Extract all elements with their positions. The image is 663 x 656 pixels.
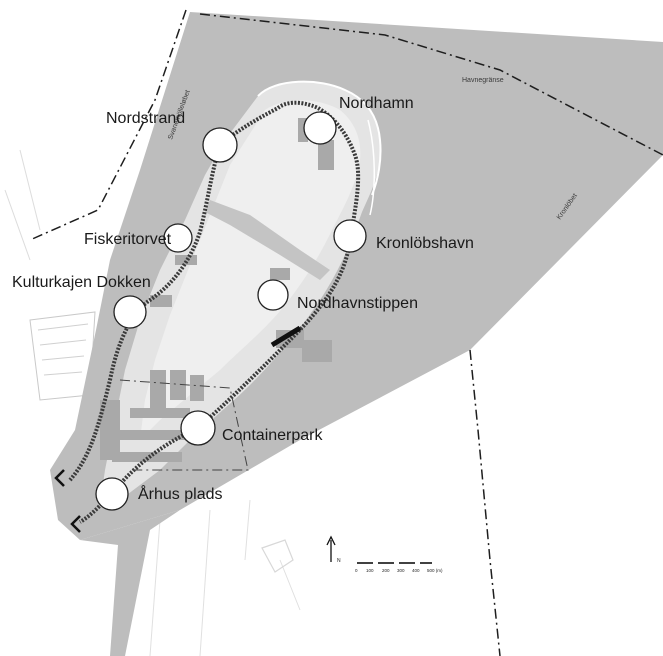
marina-jetties xyxy=(37,323,89,376)
scale-tick-200: 200 xyxy=(382,568,390,573)
pier-block xyxy=(130,408,190,418)
station-marker-nordhamn[interactable] xyxy=(303,111,337,145)
pier-block xyxy=(150,295,172,307)
scale-tick-100: 100 xyxy=(366,568,374,573)
pier-block xyxy=(302,340,332,362)
island-interior xyxy=(140,100,361,440)
internal-basin xyxy=(205,200,330,280)
station-marker-arhus-plads[interactable] xyxy=(95,477,129,511)
scale-tick-0: 0 xyxy=(355,568,358,573)
scale-tick-400: 400 xyxy=(412,568,420,573)
mainland xyxy=(4,149,301,656)
pier-block xyxy=(190,375,204,401)
boundary-lines xyxy=(29,9,663,656)
inner-boundary xyxy=(119,379,249,471)
island-coastline xyxy=(257,80,382,196)
harbour-boundary-label: Havnegränse xyxy=(462,77,504,84)
station-marker-containerpark[interactable] xyxy=(180,410,216,446)
inner-harbour-water xyxy=(80,510,180,656)
route-end-arrow-icon xyxy=(54,469,65,487)
route-highlight xyxy=(270,325,302,348)
station-label-containerpark: Containerpark xyxy=(222,427,324,444)
pier-block xyxy=(270,268,290,280)
fort-outline xyxy=(261,539,294,573)
pier-block xyxy=(298,118,308,142)
pier-block xyxy=(318,140,334,170)
harbour-limit-boundary xyxy=(199,13,663,156)
station-marker-kronlobshavn[interactable] xyxy=(333,219,367,253)
scale-bar: 0 100 200 300 400 500 (m) xyxy=(355,562,443,573)
pier-blocks xyxy=(100,118,334,462)
station-marker-fiskeritorvet[interactable] xyxy=(163,223,193,253)
pier-block xyxy=(170,370,186,400)
station-label-kulturkajen-dokken: Kulturkajen Dokken xyxy=(12,274,151,291)
north-label: N xyxy=(337,558,341,564)
route-end-arrow-icon xyxy=(70,515,81,533)
pier-block xyxy=(175,255,197,265)
street-lines xyxy=(4,149,41,261)
station-label-nordhamn: Nordhamn xyxy=(339,95,414,112)
east-coastline xyxy=(367,119,375,216)
scale-tick-500: 500 (m) xyxy=(427,568,443,573)
station-marker-kulturkajen-dokken[interactable] xyxy=(113,295,147,329)
station-marker-nordstrand[interactable] xyxy=(202,127,238,163)
east-boundary xyxy=(469,349,501,656)
pier-block xyxy=(100,400,120,460)
west-boundary xyxy=(29,9,187,241)
station-label-fiskeritorvet: Fiskeritorvet xyxy=(84,231,172,248)
station-label-nordhavnstippen: Nordhavnstippen xyxy=(297,295,418,312)
station-label-kronlobshavn: Kronlöbshavn xyxy=(376,235,474,252)
station-label-nordstrand: Nordstrand xyxy=(106,110,185,127)
pier-block xyxy=(150,370,166,410)
scale-tick-300: 300 xyxy=(397,568,405,573)
north-arrow-icon: N xyxy=(326,535,341,564)
stations: Nordstrand Nordhamn Fiskeritorvet Kronlö… xyxy=(12,95,474,511)
pier-block xyxy=(120,430,195,440)
station-label-arhus-plads: Århus plads xyxy=(138,484,223,503)
lower-streets xyxy=(149,499,301,656)
station-marker-nordhavnstippen[interactable] xyxy=(257,279,289,311)
